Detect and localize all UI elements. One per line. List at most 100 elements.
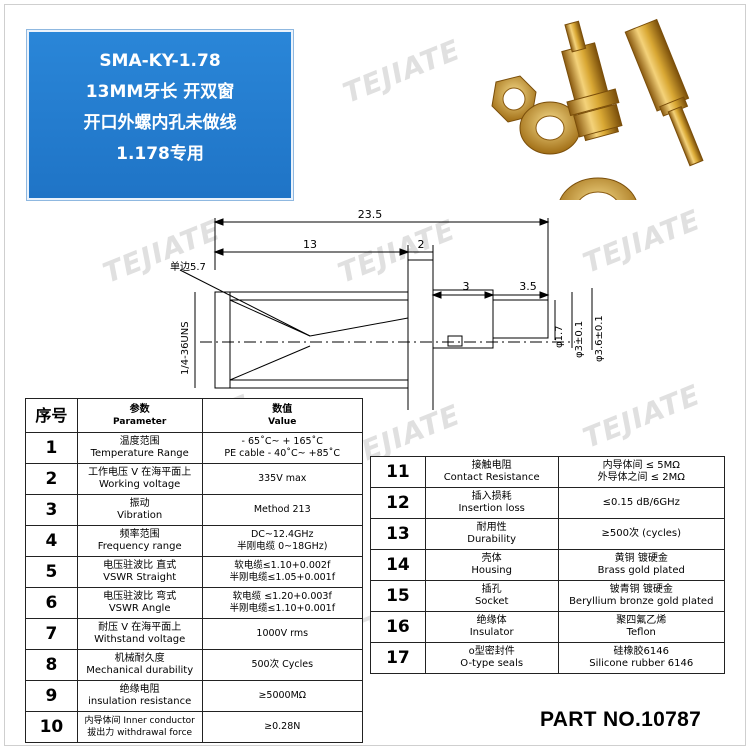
row-no: 17 [370,642,426,674]
value-1: ≥500次 (cycles) [601,528,681,539]
param-en: Housing [471,565,512,576]
title-model: SMA-KY-1.78 [99,51,221,71]
param-cn: 温度范围 [119,436,160,447]
value-1: - 65˚C~ + 165˚C [241,436,323,447]
dim-thread-spec: 1/4-36UNS [180,321,191,375]
param-en: Frequency range [97,541,182,552]
param-cn: 电压驻波比 直式 [103,560,177,571]
param-cn: 耐压 V 在海平面上 [98,622,182,633]
param-en: Insulator [469,627,514,638]
value-1: ≤0.15 dB/6GHz [602,497,680,508]
row-no: 4 [25,525,78,557]
value-1: 黄铜 镀硬金 [614,553,668,564]
param-en: Mechanical durability [86,665,194,676]
title-description: 开口外螺内孔未做线 [83,113,237,133]
value-1: 硅橡胶6146 [613,646,669,657]
connector-body [561,20,623,142]
value-1: ≥5000MΩ [258,690,307,701]
washer [519,101,581,155]
product-title-box: SMA-KY-1.78 13MM牙长 开双窗 开口外螺内孔未做线 1.178专用 [27,30,293,200]
row-no: 16 [370,611,426,643]
row-value: 1000V rms [201,618,363,650]
row-value: ≤0.15 dB/6GHz [557,487,725,519]
value-2: Beryllium bronze gold plated [569,596,714,607]
dim-3: 3 [463,280,470,293]
row-no: 12 [370,487,426,519]
row-value: 335V max [201,463,363,495]
param-cn: 工作电压 V 在海平面上 [88,467,192,478]
row-value: ≥5000MΩ [201,680,363,712]
part-number: PART NO.10787 [540,708,702,731]
param-en: Durability [467,534,517,545]
value-1: 内导体间 ≤ 5MΩ [602,460,680,471]
row-value: 500次 Cycles [201,649,363,681]
row-no: 14 [370,549,426,581]
row-no: 6 [25,587,78,619]
product-photo [491,18,704,200]
row-no: 11 [370,456,426,488]
header-value-en: Value [268,416,297,427]
param-en: O-type seals [460,658,524,669]
row-value: Method 213 [201,494,363,526]
param-en: VSWR Angle [108,603,171,614]
param-cn: 电压驻波比 弯式 [103,591,177,602]
title-thread-length: 13MM牙长 开双窗 [85,82,235,102]
row-no: 1 [25,432,78,464]
value-2: 半刚电缆 0~18GHz) [237,541,328,552]
param-en: Contact Resistance [443,472,540,483]
row-no: 8 [25,649,78,681]
dim-flange: 2 [418,238,425,251]
param-cn: 壳体 [481,553,502,564]
dim-total: 23.5 [358,208,383,221]
value-2: 半刚电缆≤1.10+0.001f [229,603,336,614]
param-cn: 绝缘电阻 [119,684,160,695]
dia-3: φ3±0.1 [574,321,585,358]
param-cn: 耐用性 [476,522,507,533]
row-value: ≥0.28N [201,711,363,743]
dim-3-5: 3.5 [519,280,537,293]
lock-washer [559,177,637,200]
header-value-cn: 数值 [272,403,293,415]
dim-hex: 单边5.7 [170,261,206,273]
connector-body-alt [624,18,704,167]
row-no: 9 [25,680,78,712]
row-no: 2 [25,463,78,495]
row-no: 10 [25,711,78,743]
header-no: 序号 [25,398,78,433]
param-cn: 插孔 [481,584,502,595]
hex-nut [491,75,537,123]
param-en: Temperature Range [90,448,189,459]
value-1: Method 213 [253,504,311,515]
param-cn: 频率范围 [119,529,160,540]
value-1: 软电缆≤1.10+0.002f [234,560,331,571]
row-no: 13 [370,518,426,550]
row-no: 3 [25,494,78,526]
